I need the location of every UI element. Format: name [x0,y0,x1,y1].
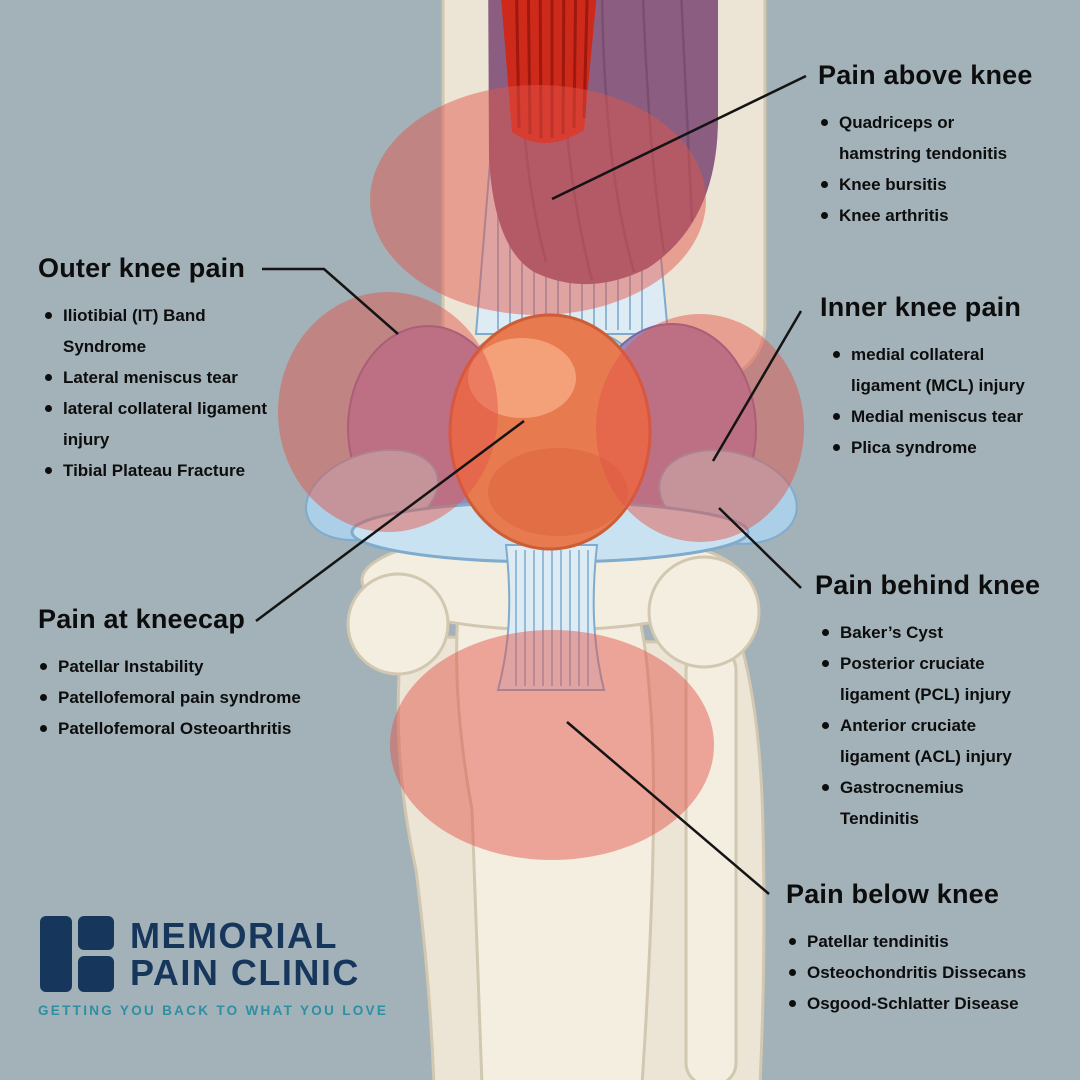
list-item: Patellar Instability [40,651,358,682]
list-item: Patellar tendinitis [789,926,1080,957]
label-items: medial collateral ligament (MCL) injury … [833,339,1051,463]
pain-zone-inner-knee [596,314,804,542]
label-outer-knee-pain: Outer knee pain Iliotibial (IT) Band Syn… [38,253,278,486]
label-title: Pain behind knee [815,570,1041,600]
label-inner-knee-pain: Inner knee pain medial collateral ligame… [820,292,1051,463]
label-title: Pain above knee [818,60,1033,90]
bullet-dot [821,212,828,219]
patella [448,313,652,551]
bullet-dot [789,1000,796,1007]
tibial-condyle-right [647,555,761,669]
list-item: Posterior cruciate ligament (PCL) injury [822,648,1045,710]
list-item: Osteochondritis Dissecans [789,957,1080,988]
list-item: Patellofemoral Osteoarthritis [40,713,358,744]
label-pain-at-kneecap: Pain at kneecap Patellar Instability Pat… [38,604,358,744]
pointer-line-inner-knee [711,310,803,462]
clinic-name-line1: MEMORIAL [130,915,338,956]
bullet-dot [833,351,840,358]
label-pain-below-knee: Pain below knee Patellar tendinitis Oste… [786,879,1080,1019]
bullet-dot [40,694,47,701]
list-item: lateral collateral ligament injury [45,393,278,455]
pain-zone-below-knee [390,630,714,860]
label-items: Iliotibial (IT) Band Syndrome Lateral me… [45,300,278,486]
label-items: Patellar tendinitis Osteochondritis Diss… [789,926,1080,1019]
bullet-dot [822,722,829,729]
list-item: Knee bursitis [821,169,1034,200]
pain-zone-outer-knee [278,292,498,532]
list-item: Patellofemoral pain syndrome [40,682,358,713]
list-item: Knee arthritis [821,200,1034,231]
clinic-logo-icon [40,916,114,992]
bullet-dot [821,181,828,188]
patellar-tendon [496,544,606,691]
clinic-logo: MEMORIAL PAIN CLINIC GETTING YOU BACK TO… [38,914,388,1018]
bullet-dot [45,467,52,474]
list-item: Plica syndrome [833,432,1051,463]
list-item: Quadriceps or hamstring tendonitis [821,107,1034,169]
label-title: Pain at kneecap [38,604,246,634]
quadriceps-tendon-red [501,0,597,143]
list-item: Lateral meniscus tear [45,362,278,393]
bullet-dot [833,413,840,420]
label-items: Patellar Instability Patellofemoral pain… [40,651,358,744]
clinic-name-line2: PAIN CLINIC [130,952,360,993]
tibia-bone [455,610,656,1080]
bullet-dot [789,938,796,945]
list-item: Medial meniscus tear [833,401,1051,432]
pointer-line-kneecap [255,419,525,623]
bullet-dot [40,725,47,732]
list-item: medial collateral ligament (MCL) injury [833,339,1051,401]
pain-zone-above-knee [370,85,706,315]
bullet-dot [45,312,52,319]
bullet-dot [821,119,828,126]
list-item: Tibial Plateau Fracture [45,455,278,486]
pointer-line-outer-knee [262,267,399,335]
list-item: Gastrocnemius Tendinitis [822,772,1045,834]
bullet-dot [822,784,829,791]
bullet-dot [822,629,829,636]
bullet-dot [45,405,52,412]
label-items: Baker’s Cyst Posterior cruciate ligament… [822,617,1045,834]
bullet-dot [789,969,796,976]
pointer-line-above-knee [551,74,807,201]
pointer-line-behind-knee [718,507,802,589]
label-title: Inner knee pain [820,292,1022,322]
list-item: Anterior cruciate ligament (ACL) injury [822,710,1045,772]
bullet-dot [833,444,840,451]
list-item: Baker’s Cyst [822,617,1045,648]
label-title: Outer knee pain [38,253,246,283]
clinic-tagline: GETTING YOU BACK TO WHAT YOU LOVE [38,1003,389,1018]
list-item: Iliotibial (IT) Band Syndrome [45,300,278,362]
list-item: Osgood-Schlatter Disease [789,988,1080,1019]
tibial-condyle-left [346,572,450,676]
pointer-line-below-knee [566,721,770,895]
bullet-dot [45,374,52,381]
bullet-dot [40,663,47,670]
label-title: Pain below knee [786,879,1000,909]
label-pain-above-knee: Pain above knee Quadriceps or hamstring … [818,60,1034,231]
label-items: Quadriceps or hamstring tendonitis Knee … [821,107,1034,231]
label-pain-behind-knee: Pain behind knee Baker’s Cyst Posterior … [815,570,1045,834]
bullet-dot [822,660,829,667]
